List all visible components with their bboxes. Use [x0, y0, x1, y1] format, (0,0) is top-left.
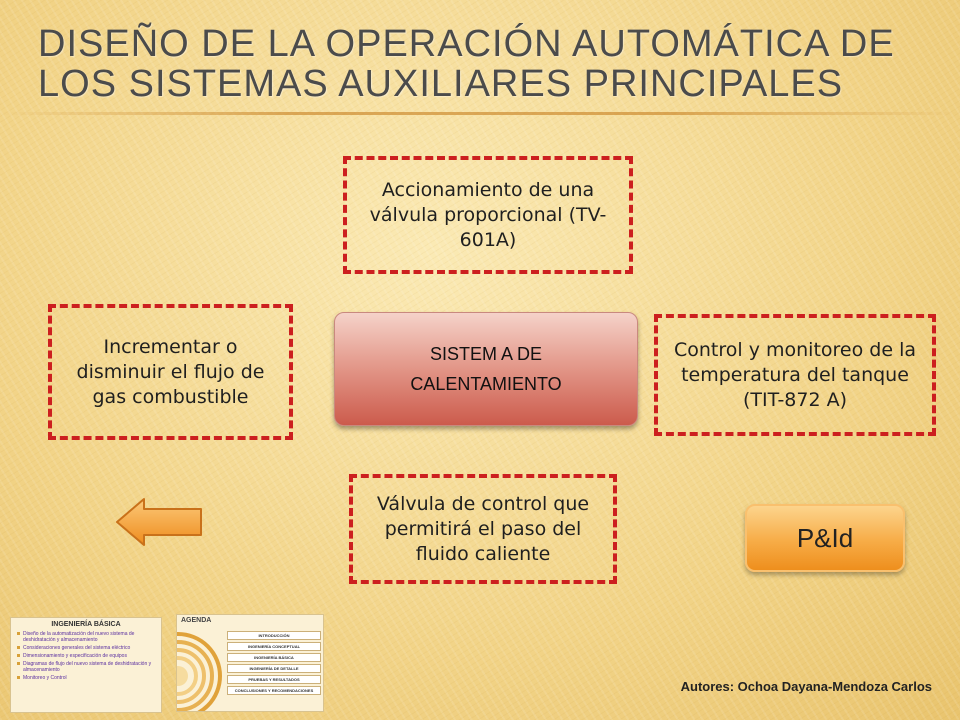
- valve-actuation-text: Accionamiento de una válvula proporciona…: [369, 178, 607, 251]
- list-item: Consideraciones generales del sistema el…: [17, 645, 157, 651]
- authors-credit: Autores: Ochoa Dayana-Mendoza Carlos: [680, 679, 932, 694]
- temperature-monitoring-text: Control y monitoreo de la temperatura de…: [674, 338, 916, 411]
- thumbnail-title: INGENIERÍA BÁSICA: [51, 621, 121, 628]
- valve-actuation-box: Accionamiento de una válvula proporciona…: [343, 156, 633, 274]
- control-valve-box: Válvula de control que permitirá el paso…: [349, 474, 617, 584]
- list-item: INTRODUCCIÓN: [227, 631, 321, 640]
- gas-flow-box: Incrementar o disminuir el flujo de gas …: [48, 304, 293, 440]
- heating-system-label: SISTEM A DE CALENTAMIENTO: [410, 344, 562, 394]
- list-item: INGENIERÍA DE DETALLE: [227, 664, 321, 673]
- list-item: INGENIERÍA BÁSICA: [227, 653, 321, 662]
- back-arrow-button[interactable]: [114, 496, 204, 548]
- thumbnail-title: AGENDA: [181, 617, 212, 624]
- concentric-arcs-icon: [177, 632, 222, 711]
- list-item: PRUEBAS Y RESULTADOS: [227, 675, 321, 684]
- left-arrow-icon: [116, 498, 202, 546]
- pid-button[interactable]: P&Id: [745, 504, 905, 572]
- agenda-thumbnail[interactable]: AGENDA INTRODUCCIÓN INGENIERÍA CONCEPTUA…: [176, 614, 324, 712]
- list-item: Monitoreo y Control: [17, 675, 157, 681]
- list-item: Diagramas de flujo del nuevo sistema de …: [17, 661, 157, 673]
- control-valve-text: Válvula de control que permitirá el paso…: [376, 492, 590, 565]
- title-divider: [0, 112, 960, 115]
- temperature-monitoring-box: Control y monitoreo de la temperatura de…: [654, 314, 936, 436]
- thumbnail-list: Diseño de la automatización del nuevo si…: [11, 631, 161, 681]
- list-item: Dimensionamiento y especificación de equ…: [17, 653, 157, 659]
- agenda-list: INTRODUCCIÓN INGENIERÍA CONCEPTUAL INGEN…: [227, 631, 321, 697]
- list-item: Diseño de la automatización del nuevo si…: [17, 631, 157, 643]
- list-item: CONCLUSIONES Y RECOMENDACIONES: [227, 686, 321, 695]
- heating-system-node: SISTEM A DE CALENTAMIENTO: [334, 312, 638, 426]
- gas-flow-text: Incrementar o disminuir el flujo de gas …: [76, 335, 265, 408]
- pid-button-label: P&Id: [796, 522, 854, 553]
- ingenieria-basica-thumbnail[interactable]: INGENIERÍA BÁSICA Diseño de la automatiz…: [10, 617, 162, 713]
- list-item: INGENIERÍA CONCEPTUAL: [227, 642, 321, 651]
- slide-title: Diseño de la operación automática de los…: [38, 23, 895, 105]
